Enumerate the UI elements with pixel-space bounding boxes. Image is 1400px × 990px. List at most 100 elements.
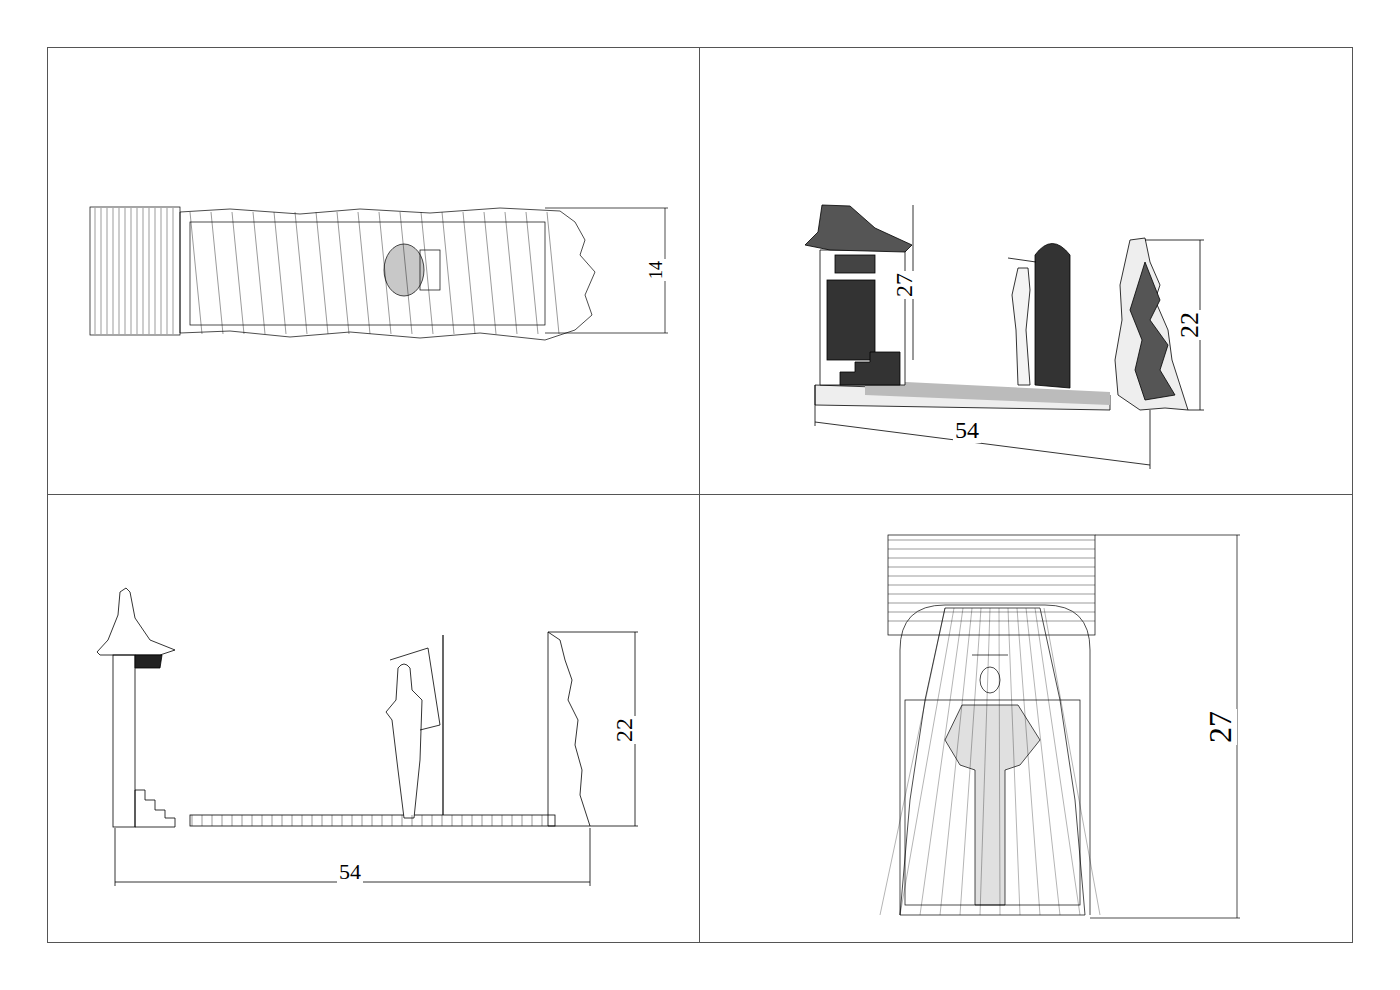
roof-line (888, 603, 1095, 604)
hatch-line (202, 815, 203, 826)
hatch-line (222, 815, 223, 826)
plaque (835, 255, 875, 273)
hatch-line (95, 208, 96, 334)
extension-line (545, 208, 668, 209)
pavilion-roof (97, 588, 175, 655)
wire-line (400, 212, 412, 334)
wire-line (274, 212, 286, 334)
wire-line (421, 212, 433, 334)
side-elevation (97, 588, 638, 886)
pavilion-shade (135, 655, 162, 668)
front-view (880, 535, 1240, 918)
wire-line (295, 212, 307, 334)
roof-line (888, 540, 1095, 541)
extension-line (590, 828, 591, 886)
hatch-line (382, 815, 383, 826)
hatch-line (262, 815, 263, 826)
hatch-line (342, 815, 343, 826)
hatch-line (125, 208, 126, 334)
rock (548, 632, 590, 826)
sheet-frame (47, 47, 1353, 943)
wire-line (1008, 608, 1020, 915)
hatch-line (522, 815, 523, 826)
roof-line (888, 585, 1095, 586)
extension-line (1188, 410, 1204, 411)
wire-line (316, 212, 328, 334)
hatch-line (242, 815, 243, 826)
hatch-line (113, 208, 114, 334)
wire-line (880, 608, 945, 915)
plan-view (90, 207, 668, 340)
pavilion-roof (805, 205, 912, 252)
pavilion-door (827, 280, 875, 360)
ground-strip (190, 815, 555, 826)
hatch-line (173, 208, 174, 334)
perspective-view (805, 205, 1204, 469)
dimension-lines (815, 205, 1204, 469)
dimension-value: 27 (1203, 709, 1237, 745)
hatch-line (392, 815, 393, 826)
hatch-line (101, 208, 102, 334)
hatch-line (292, 815, 293, 826)
hatch-line (282, 815, 283, 826)
wire-line (960, 608, 981, 915)
wire-line (358, 212, 370, 334)
hatch-line (232, 815, 233, 826)
wire-line (232, 212, 244, 334)
extension-line (548, 632, 638, 633)
rock-shading (1130, 262, 1175, 400)
door-frame (905, 700, 1080, 905)
hatch-line (442, 815, 443, 826)
ground-outline (180, 208, 595, 340)
hatch-line (272, 815, 273, 826)
dimension-value: 54 (953, 417, 981, 443)
extension-line (115, 828, 116, 886)
hatch-line (167, 208, 168, 334)
wire-line (1044, 608, 1100, 915)
dimension-value: 27 (891, 271, 917, 299)
hatch-line (143, 208, 144, 334)
hatch-line (432, 815, 433, 826)
roof-line (888, 558, 1095, 559)
hatch-line (322, 815, 323, 826)
hatch-line (252, 815, 253, 826)
wire-line (190, 212, 202, 334)
wire-line (463, 212, 475, 334)
arch-body (900, 605, 1090, 915)
stele (442, 635, 443, 815)
hatch-line (352, 815, 353, 826)
hatch-line (412, 815, 413, 826)
wire-line (1017, 608, 1040, 915)
hatch-line (131, 208, 132, 334)
roof-line (888, 594, 1095, 595)
wire-line (526, 212, 538, 334)
wire-line (337, 212, 349, 334)
figure-hat (1008, 258, 1036, 262)
hatch-line (502, 815, 503, 826)
hatch-line (137, 208, 138, 334)
pavilion-post (113, 655, 135, 827)
extension-line (815, 385, 816, 426)
hatch-line (372, 815, 373, 826)
dimension-value: 22 (1176, 310, 1204, 340)
frame-border (48, 48, 1353, 943)
hatch-line (362, 815, 363, 826)
wire-line (999, 608, 1000, 915)
hatch-line (482, 815, 483, 826)
hatch-line (452, 815, 453, 826)
hatch-line (212, 815, 213, 826)
figure-sign (390, 648, 440, 730)
hatch-line (302, 815, 303, 826)
extension-line (1145, 240, 1204, 241)
hatch-line (155, 208, 156, 334)
hatch-line (542, 815, 543, 826)
rock-silhouette (900, 608, 1085, 915)
roof-line (888, 567, 1095, 568)
wire-line (253, 212, 265, 334)
extension-line (1150, 410, 1151, 469)
roof-front (888, 535, 1095, 635)
hatch-line (161, 208, 162, 334)
hatch-line (107, 208, 108, 334)
